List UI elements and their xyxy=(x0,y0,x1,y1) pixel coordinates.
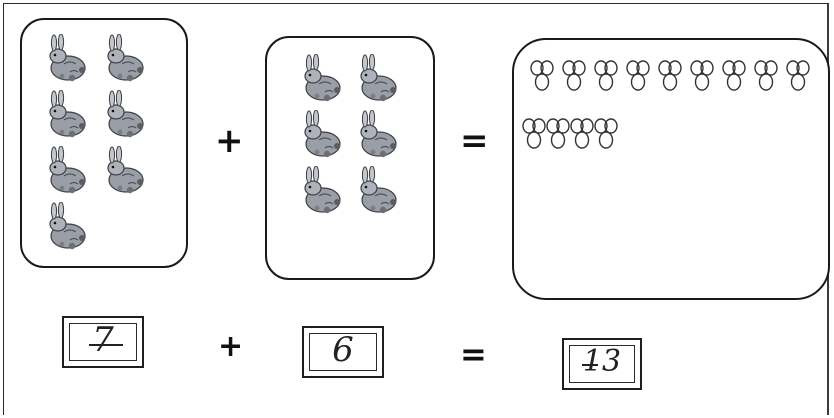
rabbit-icon xyxy=(297,166,349,216)
addend1-number: 7 xyxy=(64,320,142,360)
rabbit-icon xyxy=(42,90,94,140)
loop-doodle-icon xyxy=(627,61,649,90)
result-loops-drawing xyxy=(514,40,832,170)
loop-doodle-icon xyxy=(755,61,777,90)
result-number-box: 13 xyxy=(562,338,642,390)
loop-doodle-icon xyxy=(563,61,585,90)
loop-doodle-icon xyxy=(531,61,553,90)
loop-doodle-icon xyxy=(691,61,713,90)
addend1-number-box: 7 xyxy=(62,316,144,368)
loop-doodle-icon xyxy=(571,119,593,148)
rabbit-icon xyxy=(297,54,349,104)
addend2-number: 6 xyxy=(304,330,382,370)
plus-sign-bottom: + xyxy=(218,332,243,362)
rabbit-icon xyxy=(42,146,94,196)
loop-doodle-icon xyxy=(595,61,617,90)
rabbit-icon xyxy=(42,34,94,84)
rabbit-icon xyxy=(42,202,94,252)
addend1-rabbit-grid xyxy=(22,20,186,266)
rabbit-icon xyxy=(100,146,152,196)
rabbit-icon xyxy=(353,54,405,104)
plus-sign-top: + xyxy=(215,124,244,158)
addend2-rabbit-grid xyxy=(267,38,433,278)
equals-sign-top: = xyxy=(460,124,489,158)
addend2-card xyxy=(265,36,435,280)
equals-sign-bottom: = xyxy=(460,338,487,370)
result-crossbar xyxy=(582,364,598,366)
rabbit-icon xyxy=(353,166,405,216)
result-card xyxy=(512,38,830,300)
rabbit-icon xyxy=(353,110,405,160)
rabbit-icon xyxy=(100,34,152,84)
loop-doodle-icon xyxy=(787,61,809,90)
addend1-crossbar xyxy=(89,344,123,346)
result-number: 13 xyxy=(564,344,640,379)
rabbit-icon xyxy=(100,90,152,140)
addend1-card xyxy=(20,18,188,268)
loop-doodle-icon xyxy=(659,61,681,90)
addend2-number-box: 6 xyxy=(302,326,384,378)
loop-doodle-icon xyxy=(723,61,745,90)
loop-doodle-icon xyxy=(595,119,617,148)
loop-doodle-icon xyxy=(547,119,569,148)
loop-doodle-icon xyxy=(523,119,545,148)
rabbit-icon xyxy=(297,110,349,160)
